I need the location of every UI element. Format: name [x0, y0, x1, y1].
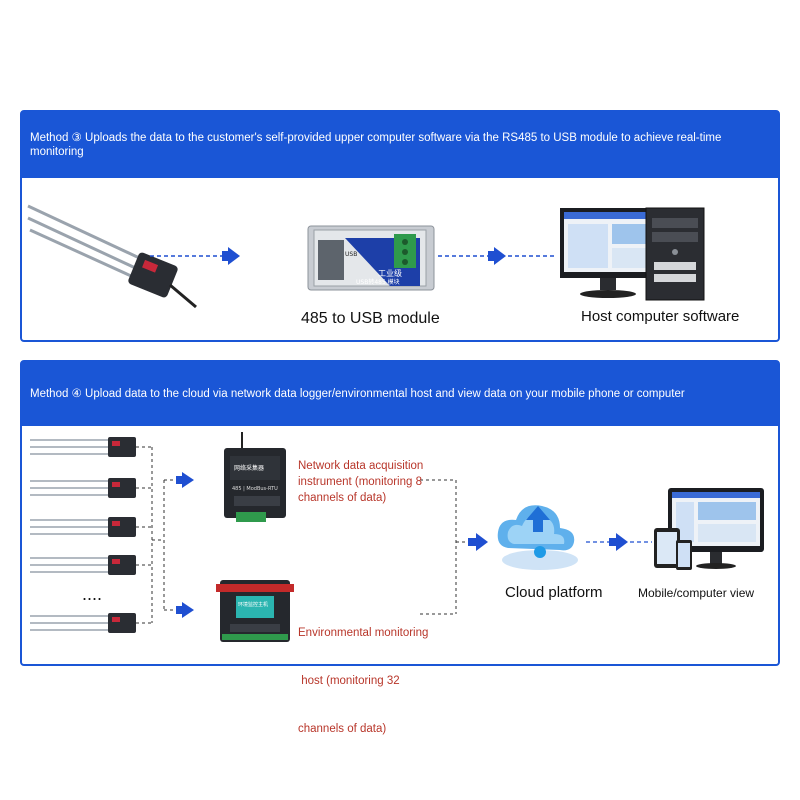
host-line-3: channels of data) [298, 723, 387, 735]
environmental-monitoring-host: 环境监控主机 [216, 580, 294, 642]
soil-sensor-probe [27, 204, 197, 309]
sensor-probe-group [30, 437, 136, 633]
host-computer [560, 207, 705, 301]
host-description: Environmental monitoring host (monitorin… [298, 593, 428, 753]
host-title-text: 环境监控主机 [238, 601, 268, 608]
arrow-sensor-to-module [150, 247, 240, 265]
mobile-computer-devices [654, 488, 764, 570]
arrow-to-host [164, 602, 194, 618]
cloud-platform-icon [497, 505, 578, 570]
method3-header: Method ③ Uploads the data to the custome… [22, 112, 778, 178]
arrow-to-logger [164, 472, 194, 488]
module-cn-text: 工业级 [378, 268, 402, 278]
module-usb-text: USB [345, 251, 357, 258]
logger-sub-text: 485 | ModBus-RTU [232, 486, 278, 492]
arrow-module-to-host [438, 247, 556, 265]
host-label: Host computer software [581, 308, 740, 325]
logger-line-3: channels of data) [298, 492, 387, 504]
cloud-platform-label: Cloud platform [505, 584, 603, 601]
sensor-probe-2 [30, 478, 136, 498]
method4-header-text: Method ④ Upload data to the cloud via ne… [30, 388, 685, 400]
rs485-usb-module: 工业级 USB转485 模块 USB [307, 225, 435, 291]
host-line-2: host (monitoring 32 [298, 675, 400, 687]
sensor-probe-4 [30, 555, 136, 575]
method3-header-text: Method ③ Uploads the data to the custome… [30, 132, 722, 158]
module-en-text: USB转485 模块 [356, 278, 400, 286]
arrow-to-cloud [468, 533, 488, 551]
sensor-probe-1 [30, 437, 136, 457]
more-sensors-ellipsis: .... [82, 584, 102, 604]
logger-title-text: 网络采集器 [234, 464, 264, 472]
devices-to-cloud-connector [420, 479, 466, 615]
mobile-computer-view-label: Mobile/computer view [638, 586, 755, 600]
arrow-cloud-to-view [586, 533, 652, 551]
sensor-probe-5 [30, 613, 136, 633]
module-label: 485 to USB module [301, 310, 440, 327]
network-data-logger: 网络采集器 485 | ModBus-RTU [224, 432, 286, 522]
host-line-1: Environmental monitoring [298, 627, 429, 639]
logger-line-2: instrument (monitoring 8 [298, 476, 422, 488]
sensor-probe-3 [30, 517, 136, 537]
logger-description: Network data acquisition instrument (mon… [298, 458, 423, 506]
logger-line-1: Network data acquisition [298, 460, 424, 472]
method4-header: Method ④ Upload data to the cloud via ne… [22, 362, 778, 426]
sensor-bracket [136, 446, 165, 624]
method4-panel: Method ④ Upload data to the cloud via ne… [20, 360, 780, 666]
